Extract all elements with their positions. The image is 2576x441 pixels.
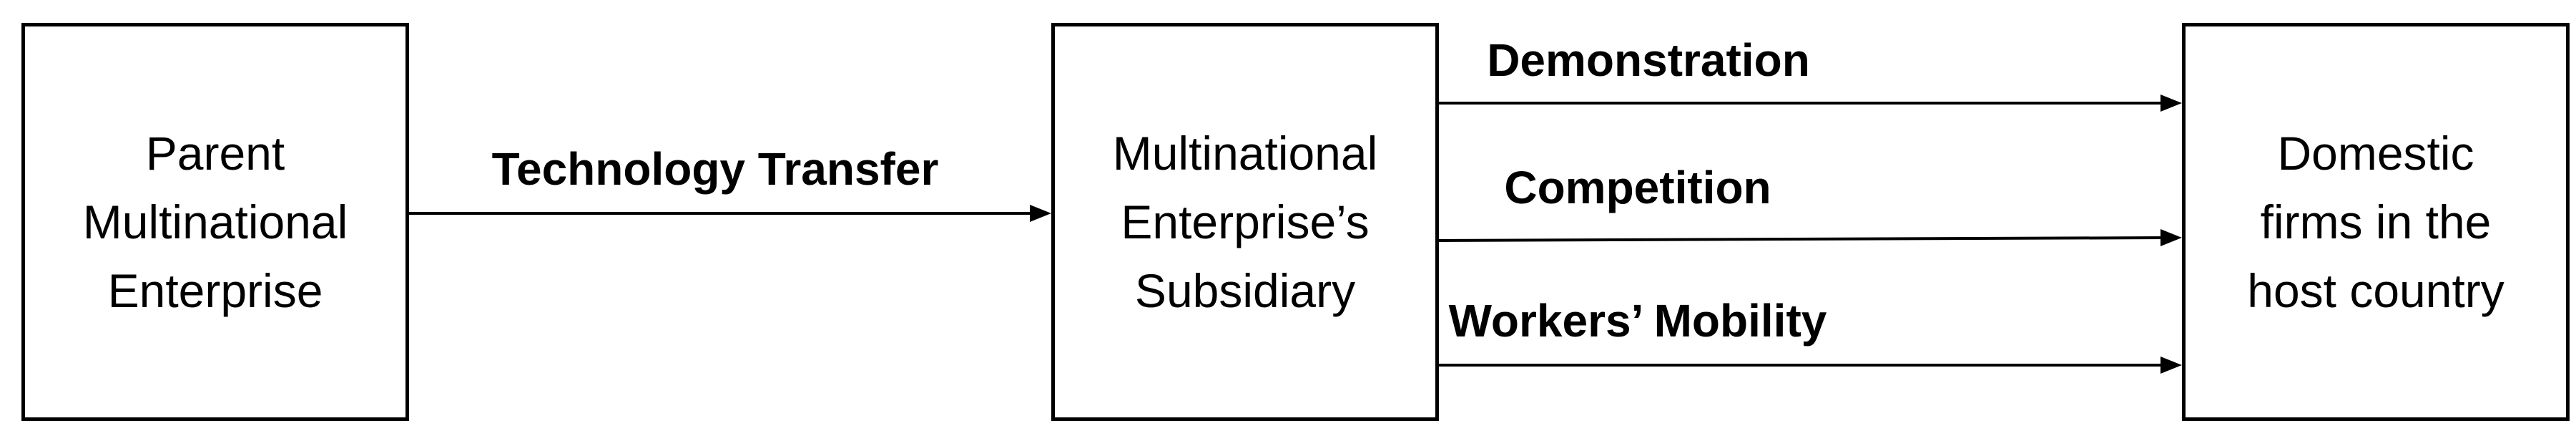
box-domestic-line-2: firms in the xyxy=(2260,195,2492,248)
box-domestic-firms: Domestic firms in the host country xyxy=(2182,23,2570,421)
arrow-workers-mobility xyxy=(1439,357,2182,374)
box-parent-line-3: Enterprise xyxy=(107,264,323,317)
box-domestic-line-1: Domestic xyxy=(2277,127,2474,180)
label-demonstration: Demonstration xyxy=(1487,34,1810,86)
arrow-competition xyxy=(1438,229,2182,246)
arrow-technology-transfer xyxy=(409,205,1051,222)
label-workers-mobility: Workers’ Mobility xyxy=(1448,295,1827,346)
box-parent-multinational-enterprise: Parent Multinational Enterprise xyxy=(21,23,409,421)
box-subsidiary: Multinational Enterprise’s Subsidiary xyxy=(1051,23,1439,421)
box-subsidiary-line-2: Enterprise’s xyxy=(1121,195,1370,248)
box-subsidiary-line-1: Multinational xyxy=(1112,127,1378,180)
box-subsidiary-line-3: Subsidiary xyxy=(1134,264,1356,317)
label-technology-transfer: Technology Transfer xyxy=(491,143,939,195)
box-parent-line-1: Parent xyxy=(145,127,285,180)
box-domestic-line-3: host country xyxy=(2247,264,2504,317)
label-competition: Competition xyxy=(1504,162,1771,213)
arrow-demonstration xyxy=(1439,94,2182,112)
box-parent-line-2: Multinational xyxy=(82,195,348,248)
